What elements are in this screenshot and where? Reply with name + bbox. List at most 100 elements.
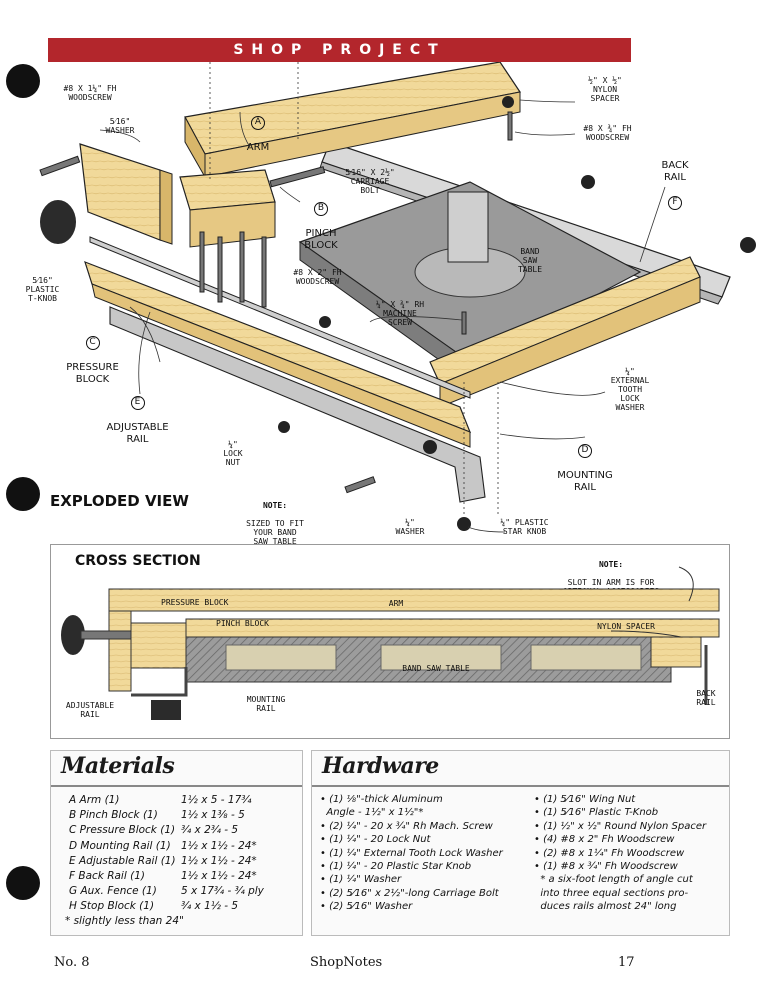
materials-row: D Mounting Rail (1) 1½ x 1½ - 24* (69, 840, 257, 853)
binder-hole-3 (6, 866, 40, 900)
materials-part-size: 1½ x 1½ - 24* (181, 839, 257, 852)
label-adjustable-rail: E ADJUSTABLE RAIL (95, 384, 180, 446)
hardware-item: Angle - 1½" x 1½"* (320, 807, 424, 819)
label-nylon-spacer: ½" x ½" NYLON SPACER (588, 76, 622, 103)
back-rail-text: BACK RAIL (661, 160, 689, 183)
label-washer-516: 5⁄16" WASHER (105, 117, 135, 135)
label-mounting-rail: D MOUNTING RAIL (545, 432, 625, 494)
materials-part-name: H Stop Block (1) (69, 900, 155, 913)
hardware-item: • (1) 5⁄16" Wing Nut (534, 794, 636, 805)
label-fh-woodscrew-114: #8 x 1¼" Fh WOODSCREW (63, 84, 117, 102)
hardware-item: • (1) ¼" External Tooth Lock Washer (320, 847, 503, 859)
materials-row: A Arm (1)1½ x 5 - 17¾ (69, 794, 251, 807)
label-machine-screw: ¼" x ¾" Rh MACHINE SCREW (375, 300, 425, 327)
materials-footnote: * slightly less than 24" (65, 915, 184, 927)
cs-label-back-rail: BACK RAIL (696, 689, 716, 707)
exploded-view-heading: EXPLODED VIEW (50, 492, 189, 510)
materials-part-name: E Adjustable Rail (1) (69, 854, 176, 867)
exploded-note-body: SIZED TO FIT YOUR BAND SAW TABLE (246, 519, 304, 546)
label-pinch-block: B PINCH BLOCK (296, 190, 346, 252)
binder-hole-1 (6, 64, 40, 98)
cs-label-arm: ARM (388, 599, 404, 608)
cross-section-heading: CROSS SECTION (75, 553, 201, 569)
footer-magazine: ShopNotes (310, 955, 383, 970)
hardware-item: • (1) ⅛"-thick Aluminum (320, 794, 443, 805)
part-letter-f: F (668, 196, 682, 210)
hardware-divider (312, 785, 729, 787)
materials-part-size: 5 x 17¾ - ¾ ply (181, 885, 264, 898)
label-fh-woodscrew-2: #8 x 2" Fh WOODSCREW (293, 268, 342, 286)
materials-part-name: G Aux. Fence (1) (69, 885, 157, 898)
materials-divider (51, 785, 302, 787)
cs-label-adjustable-rail: ADJUSTABLE RAIL (65, 701, 115, 719)
label-washer-14: ¼" WASHER (395, 518, 425, 536)
materials-part-size: 1½ x 1⅜ - 5 (181, 809, 245, 822)
cs-label-pinch-block: PINCH BLOCK (216, 619, 269, 628)
hardware-item: duces rails almost 24" long (534, 901, 677, 913)
materials-title: Materials (61, 753, 175, 779)
hardware-list-col-1: • (1) ⅛"-thick Aluminum Angle - 1½" x 1½… (320, 793, 530, 914)
cs-label-pressure-block: PRESSURE BLOCK (161, 598, 229, 607)
materials-row: E Adjustable Rail (1) 1½ x 1½ - 24* (69, 855, 257, 868)
cs-label-band-saw-table: BAND SAW TABLE (402, 664, 470, 673)
exploded-view-drawing (39, 61, 756, 533)
label-pressure-block: C PRESSURE BLOCK (55, 324, 130, 386)
hardware-item: • (1) ¼" - 20 Plastic Star Knob (320, 861, 472, 873)
mounting-rail-text: MOUNTING RAIL (557, 470, 613, 493)
hardware-item: • (2) #8 x 1¼" Fh Woodscrew (534, 847, 685, 859)
label-band-saw-table: BAND SAW TABLE (517, 247, 543, 274)
part-letter-a: A (251, 116, 265, 130)
materials-part-size: 1½ x 1½ - 24* (181, 854, 257, 867)
hardware-item: • (1) #8 x ¾" Fh Woodscrew (534, 861, 678, 873)
label-back-rail: BACK RAIL F (650, 148, 700, 210)
materials-part-size: ¾ x 1½ - 5 (181, 900, 239, 913)
label-external-tooth-lock-washer: ¼" EXTERNAL TOOTH LOCK WASHER (610, 367, 650, 412)
cross-section-drawing (61, 566, 720, 720)
label-plastic-tknob: 5⁄16" PLASTIC T-KNOB (25, 276, 60, 303)
materials-panel: Materials A Arm (1)1½ x 5 - 17¾ B Pinch B… (50, 750, 303, 936)
label-fh-woodscrew-34: #8 x ¾" Fh WOODSCREW (583, 124, 632, 142)
footer-page-number: 17 (618, 955, 635, 970)
materials-row: C Pressure Block (1) ¾ x 2¾ - 5 (69, 824, 238, 837)
exploded-note: NOTE: SIZED TO FIT YOUR BAND SAW TABLE (240, 492, 310, 546)
binder-hole-2 (6, 477, 40, 511)
cross-section-panel: CROSS SECTION NOTE: SLOT IN ARM IS FOR O… (50, 544, 730, 739)
hardware-panel: Hardware • (1) ⅛"-thick Aluminum Angle -… (311, 750, 730, 936)
materials-part-size: 1½ x 1½ - 24* (181, 870, 257, 882)
pinch-block-text: PINCH BLOCK (304, 228, 338, 251)
part-letter-c: C (85, 336, 100, 350)
hardware-title: Hardware (322, 753, 439, 779)
materials-part-name: D Mounting Rail (1) (69, 839, 171, 852)
part-letter-b: B (314, 202, 328, 216)
materials-part-name: C Pressure Block (1) (69, 824, 176, 837)
footer-issue: No. 8 (54, 955, 90, 970)
hardware-item: • (1) ¼" - 20 Lock Nut (320, 834, 431, 846)
hardware-item: • (2) 5⁄16" x 2½"-long Carriage Bolt (320, 887, 499, 899)
materials-part-name: A Arm (1) (69, 794, 120, 806)
section-banner: SHOP PROJECT (48, 38, 631, 62)
adjustable-rail-text: ADJUSTABLE RAIL (106, 422, 169, 445)
materials-row: F Back Rail (1) 1½ x 1½ - 24* (69, 870, 257, 883)
hardware-item: • (1) ¼" Washer (320, 874, 402, 886)
label-star-knob: ¼" PLASTIC STAR KNOB (500, 518, 549, 536)
part-letter-e: E (130, 396, 145, 410)
exploded-note-title: NOTE: (262, 501, 288, 510)
materials-row: G Aux. Fence (1) 5 x 17¾ - ¾ ply (69, 885, 264, 898)
label-lock-nut: ¼" LOCK NUT (223, 440, 243, 467)
cs-label-nylon-spacer: NYLON SPACER (597, 622, 655, 631)
materials-part-name: F Back Rail (1) (69, 870, 145, 882)
materials-part-name: B Pinch Block (1) (69, 809, 158, 822)
pressure-block-text: PRESSURE BLOCK (66, 362, 119, 385)
cs-label-mounting-rail: MOUNTING RAIL (246, 695, 286, 713)
cross-section-note-title: NOTE: (598, 560, 624, 569)
hardware-item: • (1) 5⁄16" Plastic T-Knob (534, 807, 659, 819)
exploded-view: #8 x 1¼" Fh WOODSCREW 5⁄16" WASHER A ARM… (0, 61, 768, 546)
arm-text: ARM (246, 142, 270, 153)
hardware-item: • (2) 5⁄16" Washer (320, 901, 413, 913)
materials-row: B Pinch Block (1) 1½ x 1⅜ - 5 (69, 809, 245, 822)
materials-part-size: ¾ x 2¾ - 5 (181, 824, 239, 837)
hardware-item: • (1) ½" x ½" Round Nylon Spacer (534, 820, 707, 832)
hardware-item: • (4) #8 x 2" Fh Woodscrew (534, 834, 675, 846)
hardware-item: into three equal sections pro- (534, 887, 689, 899)
label-arm: A ARM (238, 104, 278, 154)
